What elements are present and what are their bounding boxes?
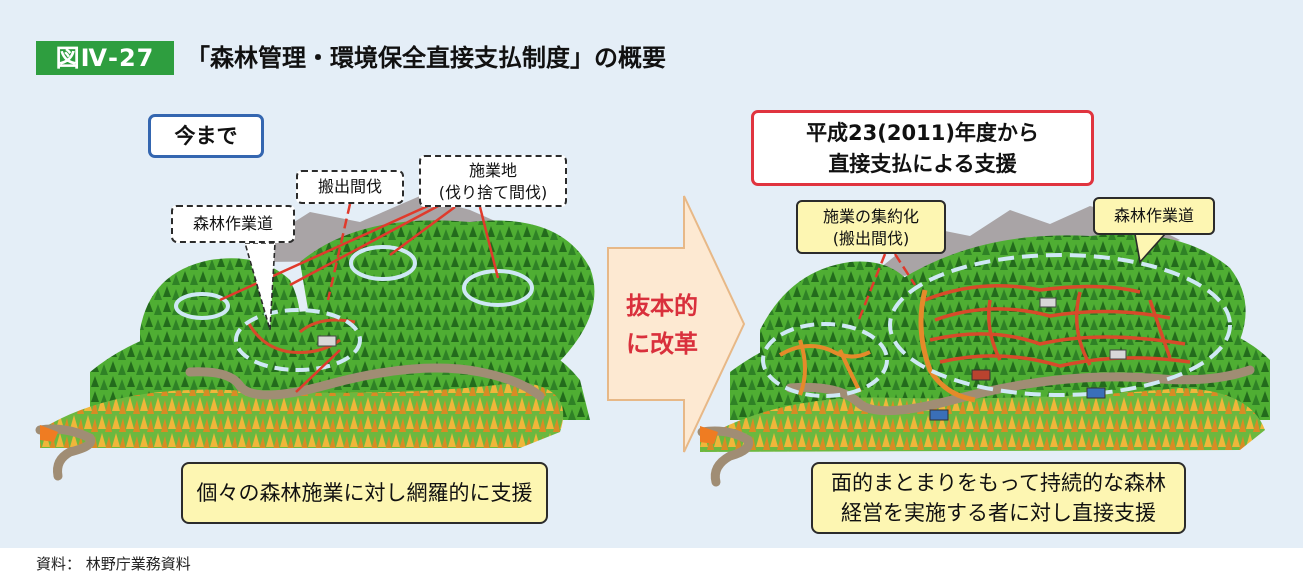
after-summary: 面的まとまりをもって持続的な森林 経営を実施する者に対し直接支援	[811, 462, 1186, 534]
callout-hanshutsu-kanbatsu: 搬出間伐	[296, 170, 404, 204]
machine-right-1	[1039, 297, 1057, 308]
figure-number: 図Ⅳ-27	[36, 41, 174, 75]
pointer-road	[295, 349, 341, 393]
pointer-sekyo-b	[389, 205, 456, 257]
pointer-sekyo-d	[219, 203, 431, 302]
site-circle-1	[174, 292, 230, 320]
pointer-hanshutsu	[326, 203, 352, 301]
machine-left	[317, 335, 337, 347]
road-orange-edge	[40, 425, 58, 442]
machine-right-2	[1109, 349, 1127, 360]
reform-arrow	[607, 195, 746, 453]
forest-illustration	[35, 195, 1270, 487]
source-note: 資料： 林野庁業務資料	[36, 555, 191, 573]
skid-trail-orange	[918, 289, 976, 403]
after-summary-line2: 経営を実施する者に対し直接支援	[841, 501, 1156, 525]
callout-sekyo-line2: (伐り捨て間伐)	[438, 183, 548, 202]
right-landscape	[697, 206, 1270, 487]
reform-label-line1: 抜本的	[626, 292, 698, 320]
thinning-area-circle	[234, 308, 362, 372]
pointer-sekyo-c	[478, 206, 500, 279]
forest-road-right	[785, 365, 1255, 416]
road-right-lower	[697, 426, 754, 487]
site-circle-3	[462, 269, 534, 307]
truck-1	[971, 369, 991, 381]
right-pointers	[856, 233, 1167, 323]
before-heading: 今まで	[148, 114, 264, 158]
reform-label-line2: に改革	[626, 330, 698, 358]
cluster-circle-left	[761, 322, 889, 398]
before-summary: 個々の森林施業に対し網羅的に支援	[181, 462, 548, 524]
after-heading: 平成23(2011)年度から 直接支払による支援	[751, 110, 1094, 186]
pointer-shuyaku-b	[893, 253, 917, 286]
meadow-front	[40, 382, 564, 448]
pointer-sekyo-a	[289, 203, 441, 287]
after-summary-line1: 面的まとまりをもって持続的な森林	[831, 471, 1166, 495]
figure-title: 「森林管理・環境保全直接支払制度」の概要	[186, 44, 666, 72]
callout-sagyodo-left: 森林作業道	[171, 205, 295, 243]
callout-shuyakuka: 施業の集約化 (搬出間伐)	[796, 200, 946, 254]
road-lower	[35, 424, 96, 481]
left-pointers	[219, 203, 500, 393]
callout-sekyo-line1: 施業地	[468, 161, 517, 180]
truck-2	[1086, 387, 1106, 399]
meadow-right-front	[700, 388, 1265, 452]
pointer-shuyaku-a	[856, 253, 887, 323]
forest-road	[185, 363, 545, 401]
site-circle-2	[349, 245, 417, 281]
road-right-orange-edge	[700, 426, 718, 444]
callout-sekyo-chi: 施業地 (伐り捨て間伐)	[419, 155, 567, 207]
sagyodo-pointer-tail	[243, 242, 276, 331]
callout-shuyaku-line2: (搬出間伐)	[832, 229, 910, 248]
reform-arrow-label: 抜本的 に改革	[612, 287, 712, 363]
after-heading-line2: 直接支払による支援	[828, 152, 1017, 176]
work-road-network	[924, 284, 1191, 368]
callout-sagyodo-right: 森林作業道	[1093, 197, 1215, 235]
after-heading-line1: 平成23(2011)年度から	[806, 121, 1039, 145]
cluster-circle-main	[888, 253, 1232, 397]
callout-shuyaku-line1: 施業の集約化	[822, 207, 919, 226]
truck-3	[929, 409, 949, 421]
left-landscape	[35, 196, 595, 481]
